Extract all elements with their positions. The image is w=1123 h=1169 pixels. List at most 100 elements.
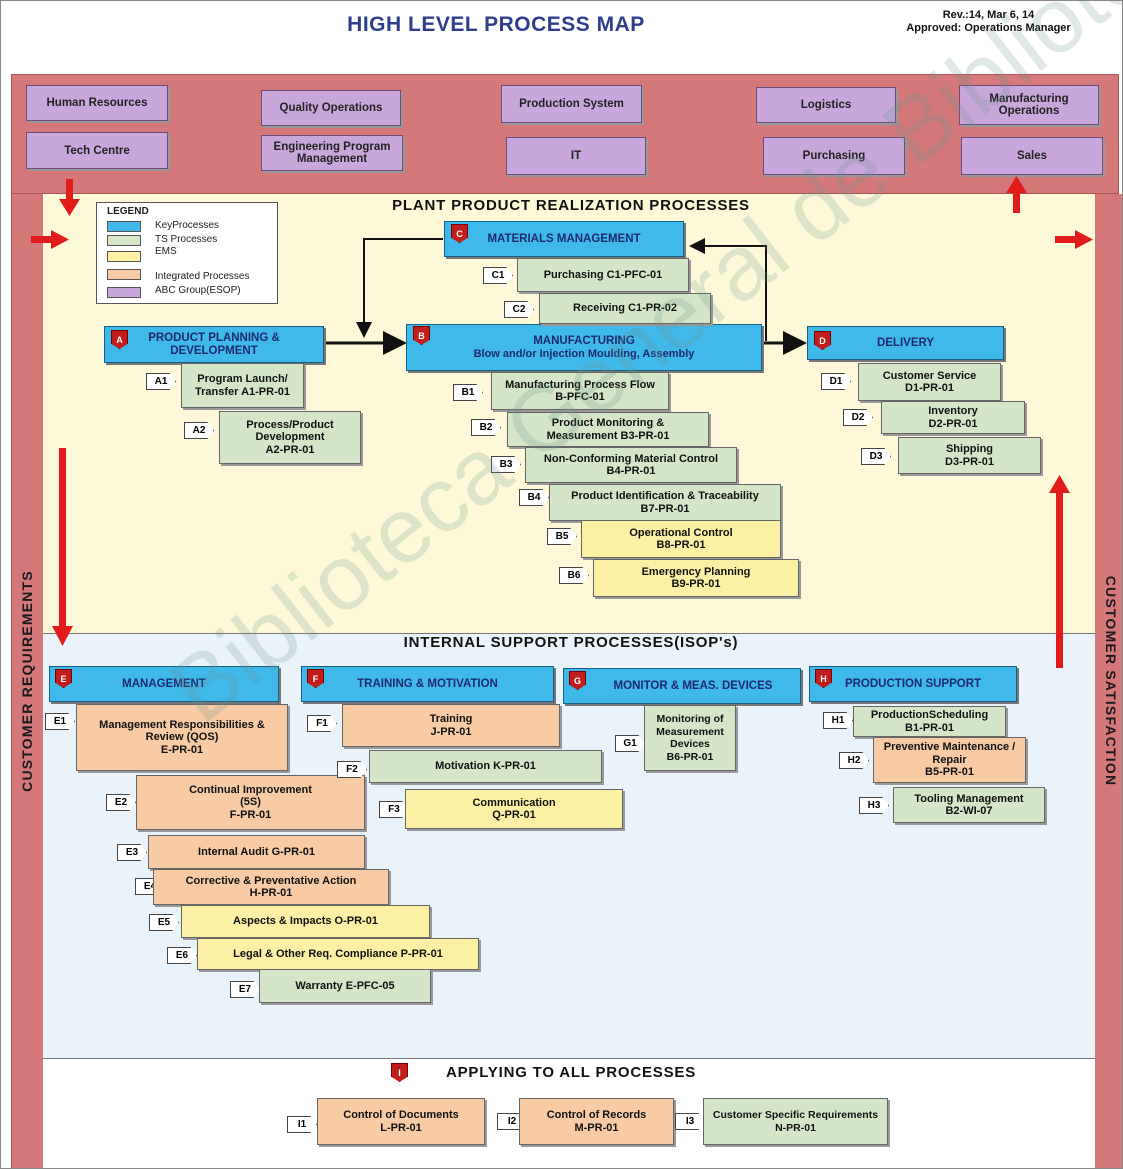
process-f1-line2: J-PR-01 — [430, 725, 472, 738]
tag-e3: E3 — [117, 844, 147, 861]
customer-requirements-band — [11, 194, 43, 1168]
process-g1: Monitoring of Measurement Devices B6-PR-… — [644, 705, 736, 771]
process-d3-line2: D3-PR-01 — [945, 455, 994, 468]
legend-swatch-ts — [107, 235, 141, 246]
process-d2: Inventory D2-PR-01 — [881, 401, 1025, 434]
process-b5: Operational Control B8-PR-01 — [581, 520, 781, 558]
process-d1: Customer Service D1-PR-01 — [858, 363, 1001, 401]
process-i3-line1: Customer Specific Requirements — [712, 1109, 879, 1121]
process-e4: Corrective & Preventative Action H-PR-01 — [153, 869, 389, 905]
key-badge-i: I — [391, 1063, 408, 1082]
process-e2-line2: (5S) — [240, 796, 261, 809]
key-process-h: PRODUCTION SUPPORT — [809, 666, 1017, 702]
dept-sales: Sales — [961, 137, 1103, 175]
process-b5-line2: B8-PR-01 — [656, 539, 706, 551]
process-d3: Shipping D3-PR-01 — [898, 437, 1041, 474]
tag-i1: I1 — [287, 1116, 317, 1133]
process-g1-line4: B6-PR-01 — [666, 750, 714, 763]
process-i2-line2: M-PR-01 — [574, 1121, 619, 1134]
tag-e1: E1 — [45, 713, 75, 730]
dept-logistics: Logistics — [756, 87, 896, 123]
process-b2: Product Monitoring & Measurement B3-PR-0… — [507, 412, 709, 447]
process-h3: Tooling Management B2-WI-07 — [893, 787, 1045, 823]
legend-label-ems: EMS — [155, 246, 177, 257]
process-e4-line2: H-PR-01 — [249, 887, 293, 899]
process-i1-line2: L-PR-01 — [380, 1121, 422, 1134]
process-h3-line1: Tooling Management — [914, 792, 1024, 805]
process-i2-line1: Control of Records — [546, 1109, 647, 1121]
process-f2: Motivation K-PR-01 — [369, 750, 602, 783]
process-f3-line2: Q-PR-01 — [492, 809, 536, 821]
process-g1-line2: Measurement — [656, 725, 724, 738]
process-a1: Program Launch/ Transfer A1-PR-01 — [181, 363, 304, 408]
process-b1-line1: Manufacturing Process Flow — [505, 378, 655, 391]
process-e1-line3: E-PR-01 — [160, 743, 204, 756]
key-process-a: PRODUCT PLANNING & DEVELOPMENT — [104, 326, 324, 363]
customer-satisfaction-band — [1095, 194, 1122, 1168]
process-e5: Aspects & Impacts O-PR-01 — [181, 905, 430, 938]
tag-h2: H2 — [839, 752, 869, 769]
process-b5-line1: Operational Control — [629, 526, 733, 539]
process-d1-line2: D1-PR-01 — [905, 382, 954, 394]
tag-e7: E7 — [230, 981, 260, 998]
tag-d1: D1 — [821, 373, 851, 390]
key-process-d: DELIVERY — [807, 326, 1004, 360]
process-e7-text: Warranty E-PFC-05 — [295, 979, 395, 992]
process-f2-text: Motivation K-PR-01 — [435, 760, 536, 773]
key-process-b-line1: MANUFACTURING — [533, 334, 635, 347]
process-e1-line1: Management Responsibilities & — [99, 718, 265, 731]
revision-line: Rev.:14, Mar 6, 14 — [942, 9, 1035, 21]
process-e3: Internal Audit G-PR-01 — [148, 835, 365, 869]
key-process-b: MANUFACTURING Blow and/or Injection Moul… — [406, 324, 762, 371]
process-b6: Emergency Planning B9-PR-01 — [593, 559, 799, 597]
process-i1: Control of Documents L-PR-01 — [317, 1098, 485, 1145]
process-h3-line2: B2-WI-07 — [945, 805, 993, 817]
key-process-c-line1: MATERIALS MANAGEMENT — [487, 232, 641, 245]
process-e2: Continual Improvement (5S) F-PR-01 — [136, 775, 365, 830]
process-a2-line3: A2-PR-01 — [265, 443, 315, 456]
key-process-d-line1: DELIVERY — [876, 336, 935, 349]
dept-tech-centre: Tech Centre — [26, 132, 168, 169]
legend-title: LEGEND — [107, 206, 149, 217]
process-h2-line2: Repair — [932, 753, 967, 766]
key-process-f: TRAINING & MOTIVATION — [301, 666, 554, 702]
key-process-b-line2: Blow and/or Injection Moulding, Assembly — [473, 347, 695, 360]
dept-manufacturing-operations: Manufacturing Operations — [959, 85, 1099, 125]
tag-b6: B6 — [559, 567, 589, 584]
key-badge-f: F — [307, 669, 324, 688]
tag-c1: C1 — [483, 267, 513, 284]
dept-human-resources: Human Resources — [26, 85, 168, 121]
process-e3-text: Internal Audit G-PR-01 — [198, 845, 315, 858]
process-c1-text: Purchasing C1-PFC-01 — [543, 268, 663, 281]
key-process-e: MANAGEMENT — [49, 666, 279, 702]
tag-d3: D3 — [861, 448, 891, 465]
tag-a2: A2 — [184, 422, 214, 439]
process-f3-line1: Communication — [472, 796, 556, 809]
tag-b5: B5 — [547, 528, 577, 545]
process-d3-line1: Shipping — [945, 443, 994, 455]
tag-a1: A1 — [146, 373, 176, 390]
process-h2-line3: B5-PR-01 — [925, 766, 974, 779]
process-g1-line1: Monitoring of — [656, 713, 724, 725]
key-badge-h: H — [815, 669, 832, 688]
process-h1-line1: ProductionScheduling — [870, 709, 989, 721]
legend-label-integrated: Integrated Processes — [155, 271, 250, 282]
dept-production-system: Production System — [501, 85, 642, 123]
key-process-a-line2: DEVELOPMENT — [170, 344, 258, 357]
key-process-f-line1: TRAINING & MOTIVATION — [357, 677, 498, 690]
tag-f2: F2 — [337, 761, 367, 778]
page-title: HIGH LEVEL PROCESS MAP — [347, 13, 645, 36]
process-i3: Customer Specific Requirements N-PR-01 — [703, 1098, 888, 1145]
process-g1-line3: Devices — [670, 738, 710, 750]
process-b4-line1: Product Identification & Traceability — [571, 490, 759, 502]
process-d2-line2: D2-PR-01 — [928, 417, 978, 430]
tag-e2: E2 — [106, 794, 136, 811]
applying-section-title: APPLYING TO ALL PROCESSES — [445, 1064, 697, 1081]
process-b3-line2: B4-PR-01 — [606, 465, 656, 477]
process-d1-line1: Customer Service — [882, 369, 977, 382]
legend-swatch-key — [107, 221, 141, 232]
tag-h1: H1 — [823, 712, 853, 729]
process-c2: Receiving C1-PR-02 — [539, 293, 711, 324]
process-e6-text: Legal & Other Req. Compliance P-PR-01 — [233, 947, 443, 960]
process-h1: ProductionScheduling B1-PR-01 — [853, 706, 1006, 737]
